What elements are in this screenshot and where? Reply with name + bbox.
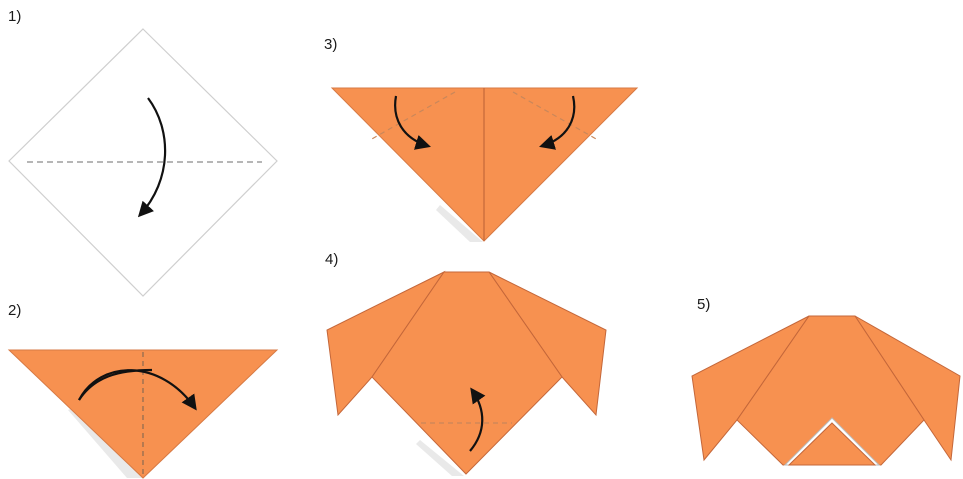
fold-left-ear-arrow-icon: [394, 95, 431, 150]
step-3-label: 3): [324, 36, 338, 53]
fold-line-right: [512, 91, 599, 141]
face: [371, 271, 563, 475]
step-4-diagram: [326, 270, 607, 476]
step-3-diagram: [330, 87, 639, 242]
paper-back-sliver: [436, 205, 483, 242]
nose-fold: [787, 422, 877, 466]
step-2-label: 2): [8, 302, 22, 319]
paper-back-sliver: [416, 440, 464, 476]
step-1-label: 1): [8, 8, 22, 25]
step-5-diagram: [691, 315, 961, 466]
step-1-diagram: [8, 28, 278, 297]
fold-right-ear-arrow-icon: [539, 95, 576, 150]
step-2-diagram: [7, 349, 279, 479]
face: [736, 315, 925, 466]
step-5-label: 5): [697, 296, 711, 313]
fold-up-arrow-icon: [469, 387, 486, 452]
fold-arrow-tail: [78, 368, 153, 401]
fold-line-left: [369, 91, 456, 141]
step-4-label: 4): [325, 251, 339, 268]
paper-triangle: [7, 349, 279, 479]
fold-down-arrow-icon: [137, 97, 167, 218]
